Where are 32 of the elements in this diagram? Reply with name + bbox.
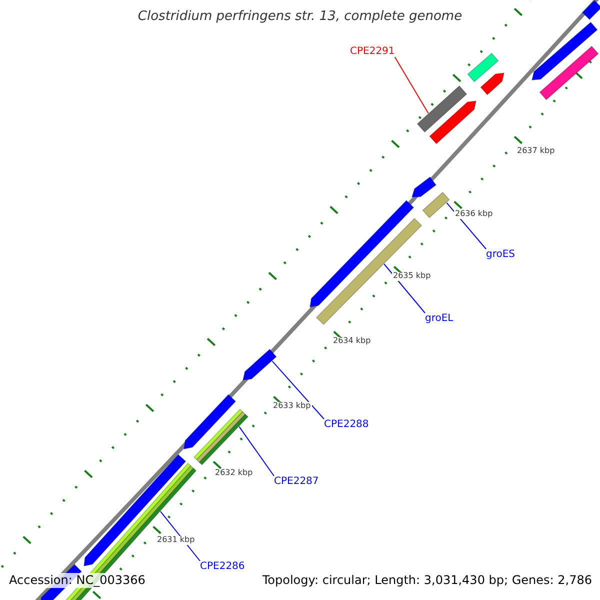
gene-label: CPE2287 — [274, 476, 319, 487]
gene-bar — [416, 85, 468, 133]
leader-line — [238, 426, 274, 476]
gene-bar — [310, 200, 414, 308]
gene-bar — [184, 394, 236, 450]
gene-label: groEL — [425, 313, 454, 324]
gene-label: groES — [486, 249, 516, 260]
gene-bar — [242, 348, 277, 380]
scale-label: 2635 kbp — [392, 272, 432, 281]
gene-bar — [480, 72, 505, 96]
scale-label: 2637 kbp — [516, 147, 556, 156]
gene-bar — [422, 192, 450, 218]
scale-label: 2633 kbp — [272, 402, 312, 411]
gene-bar — [582, 0, 600, 20]
gene-bar — [467, 52, 499, 82]
gene-bar — [539, 46, 599, 100]
gene-label: CPE2286 — [200, 561, 245, 572]
leader-line — [384, 264, 426, 314]
leader-line — [394, 56, 429, 114]
gene-bar — [411, 176, 437, 198]
map-title: Clostridium perfringens str. 13, complete genome — [136, 10, 464, 24]
scale-label: 2634 kbp — [332, 337, 372, 346]
scale-label: 2636 kbp — [454, 210, 494, 219]
gene-bar — [531, 22, 598, 80]
gene-label: CPE2288 — [324, 419, 369, 430]
gene-label: CPE2291 — [350, 46, 395, 57]
genome-info-text: Topology: circular; Length: 3,031,430 bp; Genes: 2,786 — [262, 574, 592, 588]
gene-bar — [429, 100, 476, 144]
scale-label: 2632 kbp — [214, 469, 254, 478]
leader-line — [272, 360, 324, 420]
leader-line — [446, 202, 486, 250]
scale-label: 2631 kbp — [156, 536, 196, 545]
